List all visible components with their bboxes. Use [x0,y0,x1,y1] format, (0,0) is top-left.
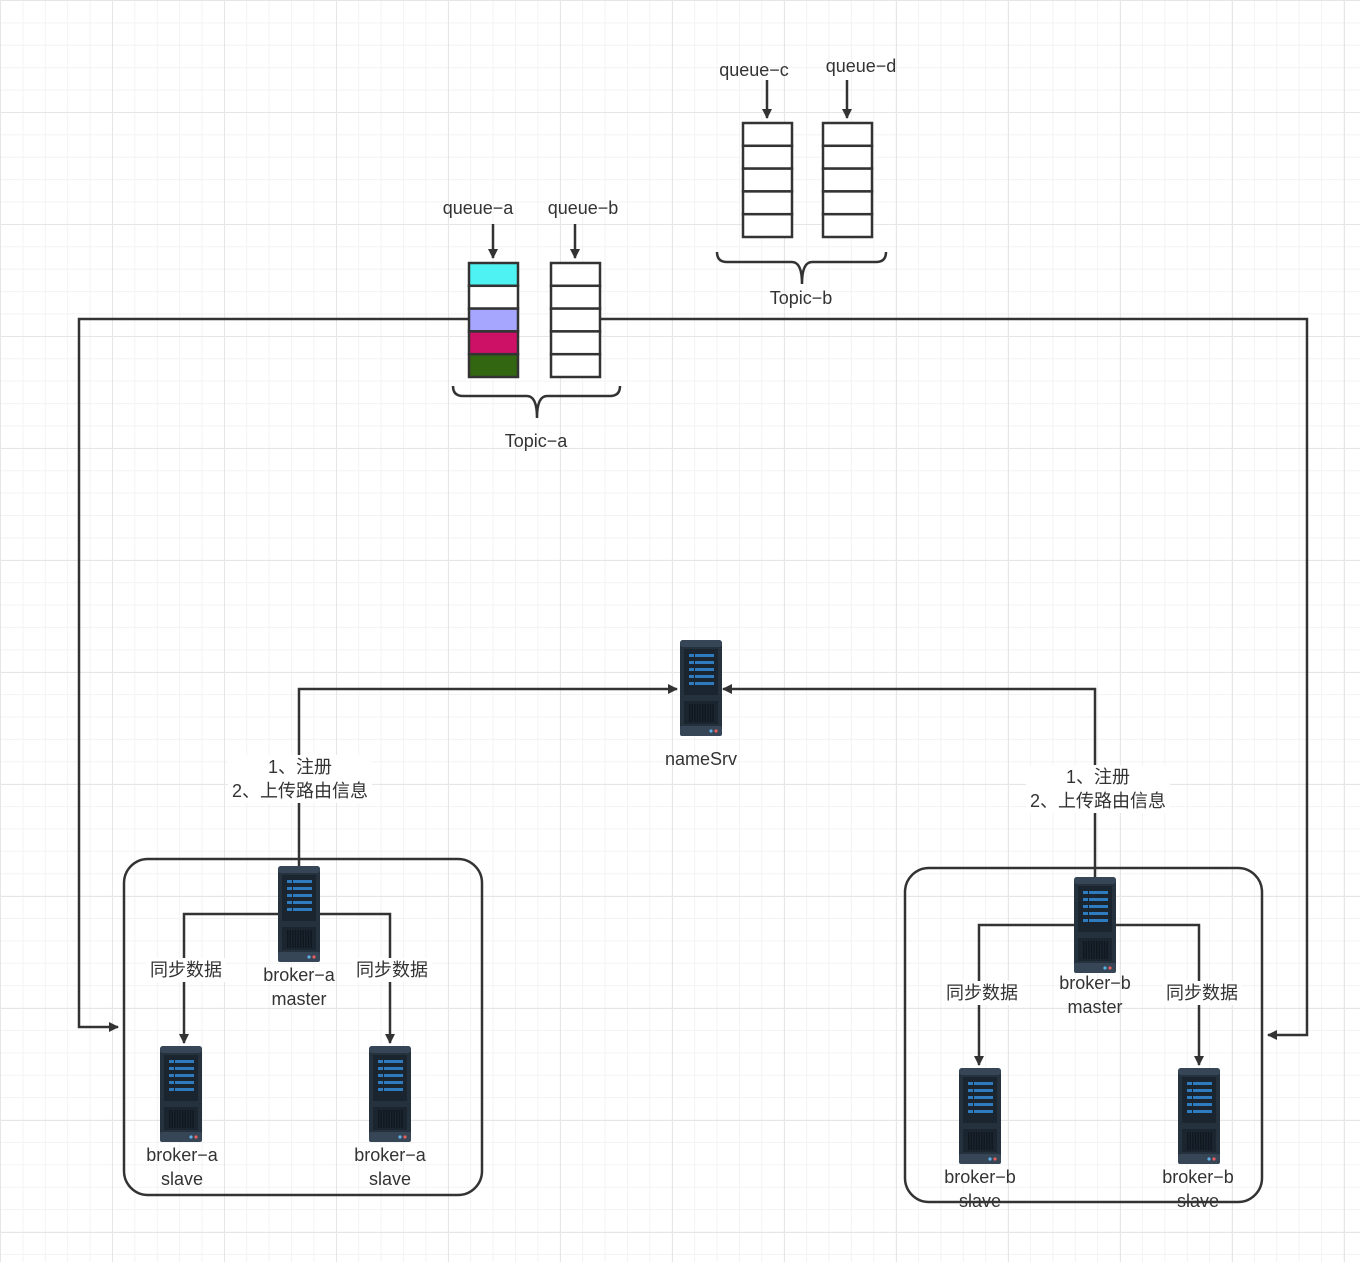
topic-a-to-broker-b-connector [600,317,1309,1040]
broker-b-sync-left-label: 同步数据 [942,981,1022,1005]
broker-name: broker−a [263,965,335,985]
queue-cell [821,212,874,239]
broker-role: master [271,989,327,1009]
register-step-1: 1、注册 [267,757,333,777]
register-step-2: 2、上传路由信息 [231,781,369,801]
broker-a-slave-right-server-icon [369,1046,411,1142]
queue-cell [741,121,794,148]
broker-name: broker−b [1162,1167,1234,1187]
broker-b-slave-right-label: broker−b slave [1162,1165,1234,1213]
queue-d-stack [821,121,874,239]
queue-c-stack [741,121,794,239]
broker-b-sync-right-label: 同步数据 [1162,981,1242,1005]
broker-a-sync-left-connector [179,912,279,1044]
broker-name: broker−b [944,1167,1016,1187]
topic-b-brace [715,251,888,285]
queue-cell [821,167,874,193]
queue-d-label: queue−d [825,56,897,76]
broker-a-slave-right-label: broker−a slave [354,1143,426,1191]
broker-b-slave-left-server-icon [959,1068,1001,1164]
broker-role: slave [160,1169,204,1189]
broker-role: slave [1176,1191,1220,1211]
broker-a-sync-right-label: 同步数据 [352,958,432,982]
broker-role: slave [958,1191,1002,1211]
topic-a-to-broker-a-connector [77,317,468,1032]
topic-a-label: Topic−a [504,431,568,451]
broker-b-group [903,866,1264,1204]
broker-name: broker−a [354,1145,426,1165]
queue-a-stack [467,261,520,379]
broker-a-slave-left-label: broker−a slave [146,1143,218,1191]
queue-b-label: queue−b [547,198,619,218]
broker-name: broker−b [1059,973,1131,993]
queue-cell [467,307,520,333]
queue-c-label: queue−c [719,60,789,80]
broker-role: slave [368,1169,412,1189]
broker-a-master-server-icon [278,866,320,962]
broker-b-sync-left-connector [974,923,1075,1066]
broker-a-group [122,857,484,1197]
topic-a-brace [451,385,622,419]
queue-cell [741,212,794,239]
broker-a-sync-left-label: 同步数据 [146,958,226,982]
broker-a-sync-right-connector [319,912,395,1044]
broker-a-register-connector [297,684,678,868]
topic-b-label: Topic−b [769,288,833,308]
broker-b-master-label: broker−b master [1059,971,1131,1019]
queue-cell [741,167,794,193]
queue-cell [467,352,520,379]
queue-a-label: queue−a [442,198,514,218]
broker-b-register-label: 1、注册 2、上传路由信息 [1025,765,1171,813]
queue-cell [467,330,520,356]
queue-cell [549,307,602,333]
queue-cell [821,121,874,148]
namesrv-server-icon [680,640,722,736]
broker-b-register-connector [722,684,1097,879]
broker-a-register-label: 1、注册 2、上传路由信息 [227,755,373,803]
broker-name: broker−a [146,1145,218,1165]
queue-cell [821,144,874,170]
register-step-2: 2、上传路由信息 [1029,791,1167,811]
queue-cell [549,352,602,379]
register-step-1: 1、注册 [1065,767,1131,787]
broker-b-master-server-icon [1074,877,1116,973]
queue-cell [467,261,520,288]
broker-b-sync-right-connector [1115,923,1204,1066]
broker-b-slave-left-label: broker−b slave [944,1165,1016,1213]
queue-cell [821,190,874,216]
namesrv-label: nameSrv [664,749,738,769]
broker-b-slave-right-server-icon [1178,1068,1220,1164]
queue-cell [467,284,520,310]
queue-cell [741,144,794,170]
broker-a-master-label: broker−a master [263,963,335,1011]
broker-role: master [1067,997,1123,1017]
queue-cell [741,190,794,216]
queue-b-stack [549,261,602,379]
broker-a-slave-left-server-icon [160,1046,202,1142]
queue-cell [549,330,602,356]
queue-cell [549,261,602,288]
queue-cell [549,284,602,310]
